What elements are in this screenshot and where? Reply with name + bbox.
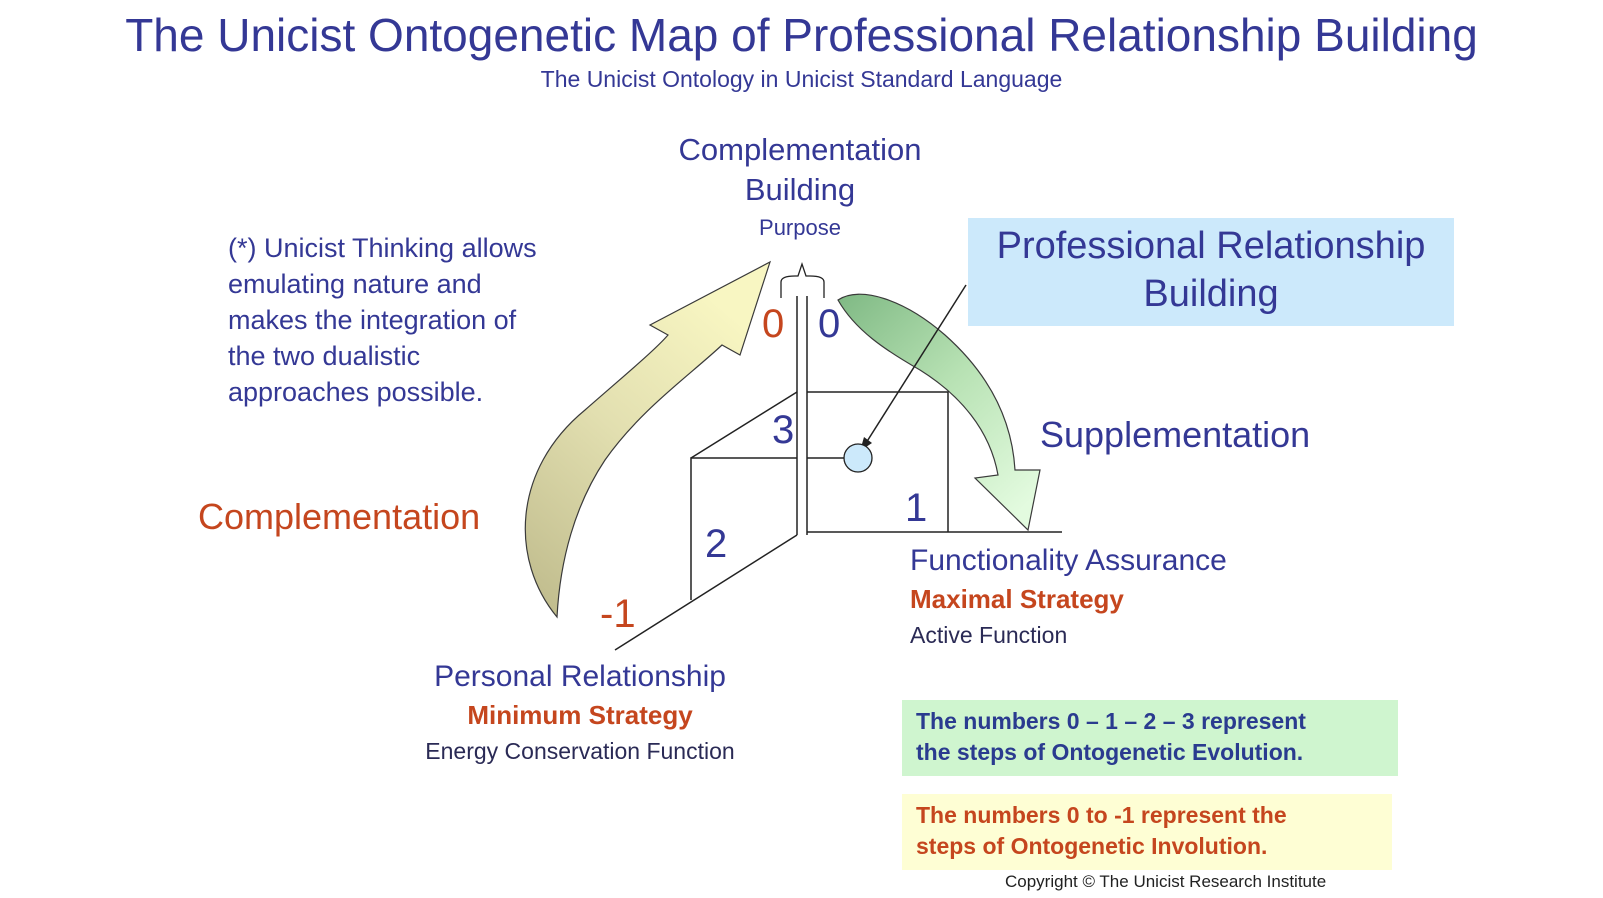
purpose-bracket: [780, 261, 825, 298]
page-title: The Unicist Ontogenetic Map of Professio…: [125, 9, 1478, 61]
professional-relationship-box: Professional Relationship Building: [968, 218, 1454, 326]
personal-function: Energy Conservation Function: [425, 738, 735, 764]
step-minus-one: -1: [600, 592, 636, 636]
note-line: emulating nature and: [228, 269, 482, 299]
purpose-heading: Complementation Building: [650, 130, 950, 210]
box-top-edge: [690, 391, 798, 459]
step-zero-left: 0: [762, 302, 785, 346]
note-line: the two dualistic: [228, 341, 421, 371]
purpose-label: Purpose: [759, 215, 841, 240]
involution-note-line: steps of Ontogenetic Involution.: [916, 833, 1268, 859]
unicist-thinking-note: (*) Unicist Thinking allows emulating na…: [228, 230, 537, 410]
copyright: Copyright © The Unicist Research Institu…: [1005, 872, 1327, 891]
functionality-title: Functionality Assurance: [910, 544, 1227, 577]
evolution-note-line: the steps of Ontogenetic Evolution.: [916, 739, 1304, 765]
complementation-arrow: [524, 260, 772, 619]
step-three: 3: [772, 408, 795, 452]
depth-axis: [614, 534, 798, 651]
note-line: makes the integration of: [228, 305, 517, 335]
complementation-label: Complementation: [198, 496, 481, 537]
supplementation-label: Supplementation: [1040, 414, 1311, 455]
step-one: 1: [905, 486, 928, 530]
personal-strategy: Minimum Strategy: [467, 700, 693, 730]
evolution-note-line: The numbers 0 – 1 – 2 – 3 represent: [916, 708, 1306, 734]
functionality-strategy: Maximal Strategy: [910, 584, 1124, 614]
involution-note: The numbers 0 to -1 represent the steps …: [902, 794, 1392, 870]
personal-title: Personal Relationship: [434, 660, 726, 693]
box-right-face: [807, 391, 949, 532]
purpose-title-line: Building: [744, 172, 856, 207]
pointer-line: [865, 284, 967, 444]
step-two: 2: [705, 522, 728, 566]
evolution-note: The numbers 0 – 1 – 2 – 3 represent the …: [902, 700, 1398, 776]
page-subtitle: The Unicist Ontology in Unicist Standard…: [540, 66, 1063, 92]
note-line: approaches possible.: [228, 377, 484, 407]
box-line: Building: [1143, 273, 1279, 315]
supplementation-arrow: [837, 293, 1041, 532]
purpose-title-line: Complementation: [678, 132, 922, 167]
box-line: Professional Relationship: [996, 225, 1426, 267]
note-line: (*) Unicist Thinking allows: [228, 233, 537, 263]
functionality-function: Active Function: [910, 622, 1068, 648]
involution-note-line: The numbers 0 to -1 represent the: [916, 802, 1287, 828]
professional-relationship-dot: [843, 443, 873, 473]
step-zero-right: 0: [818, 302, 841, 346]
